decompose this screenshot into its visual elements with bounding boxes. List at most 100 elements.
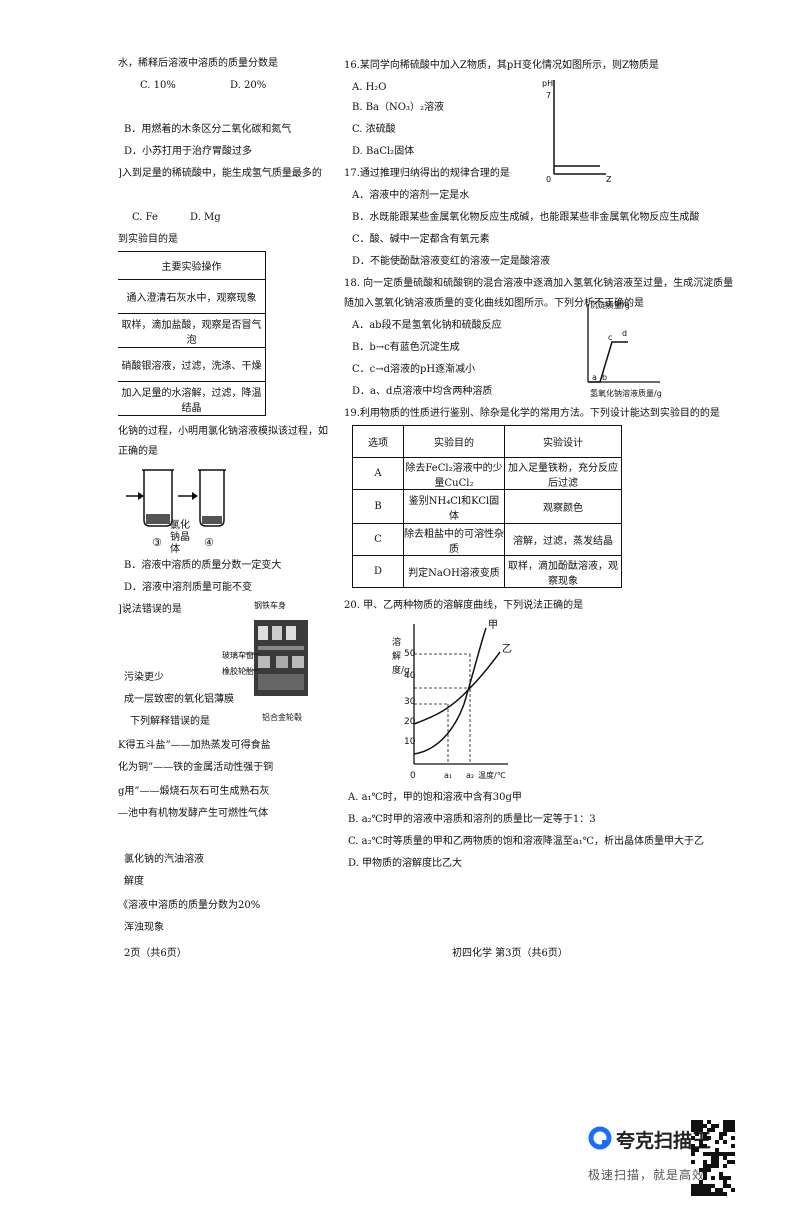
- q-line: 化钠的过程，小明用氯化钠溶液模拟该过程，如: [118, 426, 328, 437]
- option: C. a₂℃时等质量的甲和乙两物质的饱和溶液降温至a₁℃，析出晶体质量甲大于乙: [348, 836, 704, 847]
- option: D. BaCl₂固体: [352, 146, 415, 157]
- option: C. 10%: [140, 80, 176, 91]
- option: B．溶液中溶质的质量分数一定变大: [124, 560, 282, 571]
- point-label: d: [622, 329, 627, 338]
- q-line: 解度: [124, 876, 144, 887]
- beaker-diagram: ③ ④: [126, 469, 226, 549]
- table-cell: D: [352, 555, 404, 588]
- option: D．a、d点溶液中均含两种溶质: [352, 386, 493, 397]
- table-cell: 除去粗盐中的可溶性杂质: [403, 523, 505, 556]
- brand-name: 夸克扫描王: [616, 1130, 712, 1152]
- q-line: 污染更少: [124, 672, 164, 683]
- table-cell: 观察颜色: [504, 489, 622, 524]
- option: D. 甲物质的溶解度比乙大: [348, 858, 463, 869]
- option: C．酸、碱中一定都含有氧元素: [352, 234, 490, 245]
- solubility-chart: 10 20 30 40 50 0 a₁ a₂ 温度/℃ 甲 乙: [404, 620, 512, 781]
- table-header: 实验设计: [504, 425, 622, 458]
- crystal-label: 氯化钠晶体: [170, 520, 190, 555]
- origin-label: 0: [546, 175, 551, 184]
- option: A. H₂O: [352, 82, 387, 93]
- table-cell: 鉴别NH₄Cl和KCl固体: [403, 489, 505, 524]
- q19-table: 选项 实验目的 实验设计 A 除去FeCl₂溶液中的少量CuCl₂ 加入足量铁粉…: [352, 425, 622, 588]
- q-line: —池中有机物发酵产生可燃性气体: [118, 808, 268, 819]
- beaker-label: ③: [152, 536, 162, 549]
- table-cell: C: [352, 523, 404, 556]
- option: D. Mg: [190, 212, 221, 223]
- question-18: 18. 向一定质量硫酸和硫酸铜的混合溶液中逐滴加入氢氧化钠溶液至过量，生成沉淀质…: [344, 278, 734, 289]
- q-line: 水，稀释后溶液中溶质的质量分数是: [118, 58, 278, 69]
- point-label: a: [592, 373, 597, 382]
- table-row: C 除去粗盐中的可溶性杂质 溶解，过滤，蒸发结晶: [352, 523, 622, 556]
- point-label: c: [608, 333, 612, 342]
- y-tick: 10: [404, 737, 416, 747]
- table-header: 主要实验操作: [118, 251, 266, 280]
- table-cell: 判定NaOH溶液变质: [403, 555, 505, 588]
- y-axis-label: 溶解度/g: [392, 638, 410, 676]
- image-label: 玻璃车窗: [222, 651, 254, 660]
- option: D．不能使酚酞溶液变红的溶液一定是酸溶液: [352, 256, 551, 267]
- table-row: D 判定NaOH溶液变质 取样，滴加酚酞溶液，观察现象: [352, 555, 622, 588]
- option: D．小苏打用于治疗胃酸过多: [124, 146, 253, 157]
- q-line: g用”——煅烧石灰石可生成熟石灰: [118, 786, 270, 797]
- option: B．b→c有蓝色沉淀生成: [352, 342, 460, 353]
- axis-label: 沉淀质量/g: [590, 300, 630, 310]
- q-line: ]说法错误的是: [118, 604, 182, 615]
- q-line: 《溶液中溶质的质量分数为20%: [118, 900, 261, 911]
- tick-label: 7: [546, 91, 551, 100]
- question-19: 19.利用物质的性质进行鉴别、除杂是化学的常用方法。下列设计能达到实验目的的是: [344, 408, 720, 419]
- table-header: 实验目的: [403, 425, 505, 458]
- image-label: 钢铁车身: [254, 601, 286, 610]
- building-image: [254, 620, 308, 696]
- option: C. 浓硫酸: [352, 124, 396, 135]
- qr-code-icon: [691, 1120, 735, 1196]
- origin-label: 0: [410, 771, 416, 781]
- question-16: 16.某同学向稀硫酸中加入Z物质，其pH变化情况如图所示，则Z物质是: [344, 60, 659, 71]
- table-cell: 除去FeCl₂溶液中的少量CuCl₂: [403, 457, 505, 490]
- table-row: A 除去FeCl₂溶液中的少量CuCl₂ 加入足量铁粉，充分反应后过滤: [352, 457, 622, 490]
- question-18: 随加入氢氧化钠溶液质量的变化曲线如图所示。下列分析不正确的是: [344, 298, 644, 309]
- brand-logo-icon: [588, 1126, 612, 1150]
- precipitate-curve: [588, 341, 628, 383]
- table-cell: 取样，滴加盐酸，观察是否冒气泡: [118, 313, 266, 348]
- crystal-deposit: [146, 514, 170, 524]
- table-cell: 加入足量铁粉，充分反应后过滤: [504, 457, 622, 490]
- axis-label: Z: [606, 175, 612, 184]
- experiment-table: 主要实验操作 通入澄清石灰水中，观察现象 取样，滴加盐酸，观察是否冒气泡 硝酸银…: [118, 251, 266, 416]
- pointer-lines: [244, 653, 258, 671]
- scanner-watermark: 夸克扫描王 极速扫描，就是高效: [582, 1120, 792, 1200]
- question-17: 17.通过推理归纳得出的规律合理的是: [344, 168, 510, 179]
- y-tick: 30: [404, 697, 416, 707]
- axis-label: 温度/℃: [478, 770, 506, 780]
- ph-graph: pH 7 0 Z: [542, 79, 612, 184]
- image-label: 铝合金轮毂: [262, 713, 302, 722]
- option: C．c→d溶液的pH逐渐减小: [352, 364, 476, 375]
- series-label: 甲: [488, 620, 498, 631]
- point-label: b: [602, 373, 607, 382]
- q-line: 到实验目的是: [118, 234, 178, 245]
- table-row: B 鉴别NH₄Cl和KCl固体 观察颜色: [352, 489, 622, 524]
- option: B．用燃着的木条区分二氧化碳和氮气: [124, 124, 292, 135]
- option: B．水既能跟某些金属氧化物反应生成碱，也能跟某些非金属氧化物反应生成酸: [352, 212, 700, 223]
- q-line: 正确的是: [118, 446, 158, 457]
- y-tick: 50: [404, 649, 416, 659]
- beaker-label: ④: [204, 536, 214, 549]
- table-cell: 加入足量的水溶解，过滤，降温结晶: [118, 381, 266, 416]
- table-header: 选项: [352, 425, 404, 458]
- curve-jia: [413, 627, 487, 755]
- q-line: ]入到足量的稀硫酸中，能生成氢气质量最多的: [118, 168, 322, 179]
- page-footer-right: 初四化学 第3页（共6页）: [452, 948, 568, 959]
- q-line: K得五斗盐”——加热蒸发可得食盐: [118, 740, 271, 751]
- option: B. Ba（NO₃）₂溶液: [352, 102, 444, 113]
- q-line: 成一层致密的氧化铝薄膜: [124, 694, 234, 705]
- q-line: 氯化钠的汽油溶液: [124, 854, 204, 865]
- y-tick: 40: [404, 671, 416, 681]
- q-line: 化为铜”——铁的金属活动性强于铜: [118, 762, 274, 773]
- page-footer-left: 2页（共6页）: [124, 948, 187, 959]
- option: A．ab段不是氢氧化钠和硫酸反应: [352, 320, 502, 331]
- q-line: 浑浊现象: [124, 922, 164, 933]
- table-cell: 通入澄清石灰水中，观察现象: [118, 279, 266, 314]
- option: D. 20%: [230, 80, 267, 91]
- option: A. a₁℃时，甲的饱和溶液中含有30g甲: [348, 792, 522, 803]
- table-cell: 溶解，过滤，蒸发结晶: [504, 523, 622, 556]
- x-tick: a₂: [466, 771, 474, 780]
